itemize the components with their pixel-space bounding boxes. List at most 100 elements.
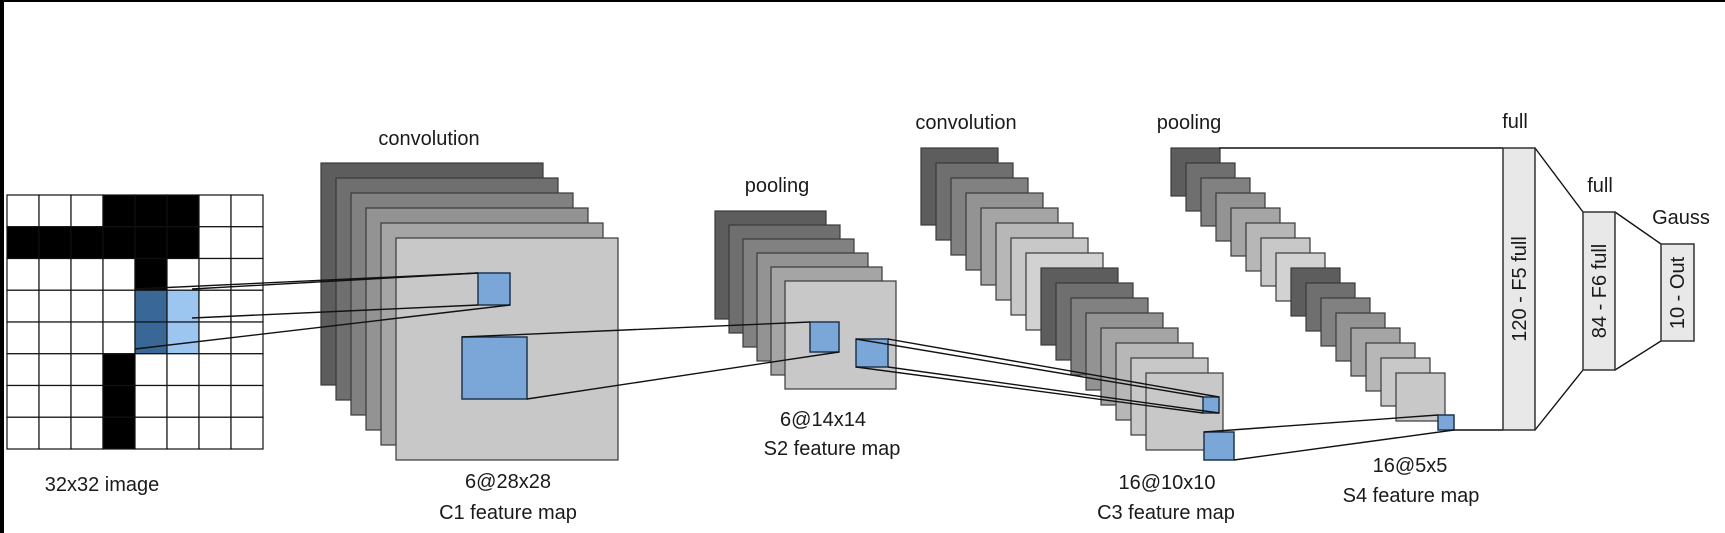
- input-grid-cell: [70, 321, 104, 355]
- input-grid-cell: [38, 289, 72, 323]
- f5-operation-label: full: [1502, 111, 1528, 133]
- input-grid-cell: [70, 416, 104, 450]
- c1-feature-map-stack: [320, 162, 619, 461]
- input-grid-cell: [134, 257, 168, 291]
- input-grid-cell: [230, 289, 264, 323]
- input-grid-cell: [230, 226, 264, 260]
- input-grid-cell: [134, 384, 168, 418]
- output-layer-text: 10 - Out: [1667, 256, 1689, 329]
- input-grid-cell: [6, 384, 40, 418]
- conn-input-c1-a: [134, 272, 479, 290]
- input-grid-cell: [102, 353, 136, 387]
- c3-name-label: C3 feature map: [1097, 502, 1235, 524]
- input-grid-cell: [166, 226, 200, 260]
- input-image-label: 32x32 image: [45, 474, 160, 496]
- s4-operation-label: pooling: [1157, 112, 1222, 134]
- input-grid-cell: [230, 353, 264, 387]
- conn-c1-s2-top: [461, 321, 811, 338]
- s4-dims-label: 16@5x5: [1373, 455, 1448, 477]
- input-grid-cell: [70, 226, 104, 260]
- s2-layer: pooling 6@14x14 S2 feature map: [714, 175, 900, 460]
- f5-layer: full 120 - F5 full: [1502, 111, 1536, 431]
- input-grid-cell: [102, 257, 136, 291]
- input-grid-cell: [230, 416, 264, 450]
- input-grid-cell: [6, 416, 40, 450]
- conn-f6-out-top: [1614, 211, 1662, 245]
- input-grid-cell: [6, 321, 40, 355]
- input-grid-cell: [70, 353, 104, 387]
- c3-receptive-field: [1202, 396, 1220, 414]
- input-grid-cell: [134, 416, 168, 450]
- left-frame-border: [0, 0, 4, 533]
- input-grid-cell: [38, 353, 72, 387]
- input-grid-cell: [70, 384, 104, 418]
- c1-kernel-small: [477, 272, 511, 306]
- conn-input-c1-mid: [191, 304, 479, 319]
- input-grid-cell: [166, 194, 200, 228]
- s4-feature-map-stack: [1170, 147, 1446, 422]
- conn-s2-c3-top-a: [855, 338, 1204, 398]
- input-grid-cell: [198, 194, 232, 228]
- input-grid-cell: [198, 384, 232, 418]
- c1-dims-label: 6@28x28: [465, 471, 551, 493]
- conn-s2-c3-bottom-b: [887, 366, 1220, 414]
- f6-layer: full 84 - F6 full: [1582, 175, 1616, 371]
- input-grid-cell: [38, 321, 72, 355]
- input-grid-cell: [38, 194, 72, 228]
- input-grid-cell: [134, 353, 168, 387]
- input-grid-cell: [38, 226, 72, 260]
- conn-s2-c3-bottom-a: [855, 366, 1204, 414]
- conn-s2-c3-top-b: [887, 338, 1220, 398]
- input-grid-cell: [6, 353, 40, 387]
- s2-receptive-field: [809, 321, 840, 353]
- f6-layer-text: 84 - F6 full: [1589, 244, 1611, 338]
- c3-dims-label: 16@10x10: [1118, 472, 1215, 494]
- input-grid-cell: [134, 289, 168, 323]
- input-grid-cell: [102, 416, 136, 450]
- conn-f5-f6-top: [1534, 147, 1584, 213]
- connection-lines: [134, 147, 1662, 461]
- s4-feature-map: [1395, 372, 1446, 422]
- input-image-grid: [6, 194, 264, 450]
- s4-layer: pooling 16@5x5 S4 feature map: [1157, 112, 1480, 507]
- s4-name-label: S4 feature map: [1343, 485, 1480, 507]
- s2-operation-label: pooling: [745, 175, 810, 197]
- f5-layer-text: 120 - F5 full: [1509, 236, 1531, 342]
- top-frame-border: [0, 0, 1725, 2]
- input-grid-cell: [134, 226, 168, 260]
- conn-c3-s4-top: [1203, 414, 1439, 433]
- c1-pool-window: [461, 336, 528, 400]
- f5-fully-connected-layer: [1502, 147, 1536, 431]
- input-grid-cell: [166, 321, 200, 355]
- input-grid-cell: [70, 257, 104, 291]
- c3-layer: convolution 16@10x10 C3 feature map: [915, 112, 1235, 524]
- s2-feature-map-stack: [714, 210, 897, 390]
- conn-f5-f6-bottom: [1534, 369, 1584, 431]
- input-grid-cell: [166, 384, 200, 418]
- input-grid-cell: [102, 289, 136, 323]
- input-grid-cell: [70, 289, 104, 323]
- input-grid-cell: [102, 321, 136, 355]
- input-grid-cell: [6, 289, 40, 323]
- c1-name-label: C1 feature map: [439, 502, 577, 524]
- input-grid-cell: [198, 416, 232, 450]
- output-layer: Gauss 10 - Out: [1652, 207, 1710, 342]
- output-operation-label: Gauss: [1652, 207, 1710, 229]
- output-gauss-layer: [1660, 243, 1695, 342]
- input-grid-cell: [102, 384, 136, 418]
- input-grid-cell: [38, 416, 72, 450]
- input-grid-cell: [134, 194, 168, 228]
- input-grid-cell: [166, 257, 200, 291]
- input-grid-cell: [102, 226, 136, 260]
- s2-feature-map: [784, 280, 897, 390]
- input-grid-cell: [38, 257, 72, 291]
- c3-pool-window: [1203, 431, 1235, 461]
- conn-input-c1-b: [134, 304, 511, 350]
- f6-fully-connected-layer: [1582, 211, 1616, 371]
- input-grid-cell: [6, 257, 40, 291]
- input-grid-cell: [6, 194, 40, 228]
- input-grid-cell: [6, 226, 40, 260]
- c1-operation-label: convolution: [378, 128, 479, 150]
- s2-dims-label: 6@14x14: [780, 409, 866, 431]
